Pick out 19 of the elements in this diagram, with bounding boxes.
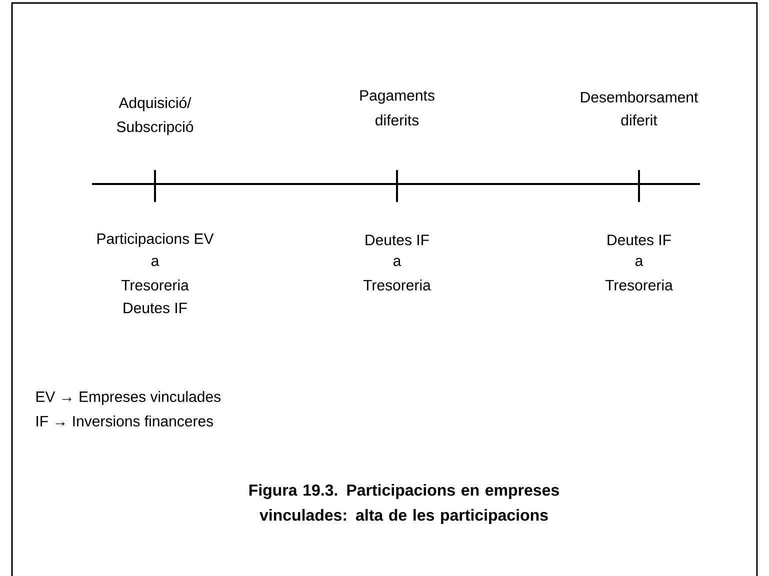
label: Pagaments: [360, 90, 434, 104]
label: a: [151, 258, 160, 266]
label: Subscripció: [116, 120, 194, 136]
label: Tresoreria: [363, 280, 431, 290]
label: a: [635, 258, 644, 266]
caption: Figura 19.3. Participacions en empreses vinculades: alta de les participacions: [249, 484, 559, 524]
label: Desemborsament: [581, 92, 698, 102]
label: Tresoreria: [121, 280, 189, 290]
label: Deutes IF: [608, 234, 671, 246]
label: diferits: [376, 114, 419, 126]
label: Deutes IF: [124, 302, 187, 314]
label: Tresoreria: [605, 280, 673, 290]
legend-text: IF → Inversions financeres: [36, 416, 214, 426]
label: a: [393, 258, 402, 266]
label: diferit: [621, 114, 658, 126]
label: Participacions EV: [97, 233, 214, 247]
legend-text: EV → Empreses vinculades: [36, 391, 221, 405]
label: Adquisició/: [118, 96, 192, 112]
label: Deutes IF: [366, 234, 429, 246]
